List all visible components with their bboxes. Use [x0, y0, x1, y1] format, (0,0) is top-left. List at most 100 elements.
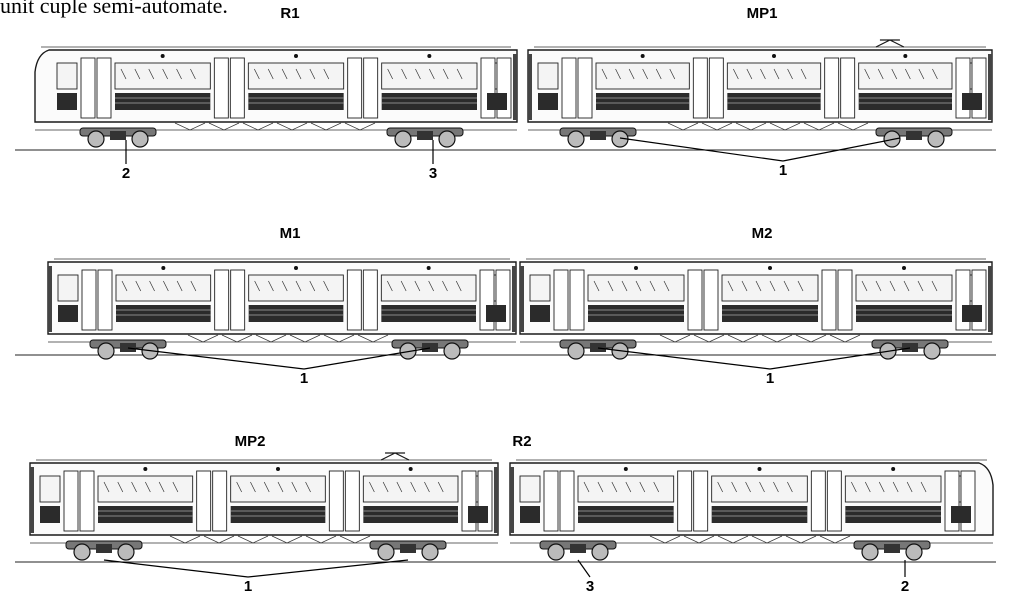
- callout-number: 1: [779, 162, 787, 179]
- wheel: [87, 130, 105, 148]
- bogie: [539, 540, 617, 561]
- wheel: [927, 130, 945, 148]
- car-door: [230, 269, 246, 331]
- car-door: [561, 57, 577, 119]
- callout: 3: [429, 140, 437, 182]
- car-window: [380, 274, 477, 302]
- callout-number: 2: [122, 165, 130, 182]
- car-door: [81, 269, 97, 331]
- leader-line: [577, 559, 591, 578]
- callout-number: 1: [300, 370, 308, 387]
- wheel: [117, 543, 135, 561]
- callout: 1: [619, 137, 901, 179]
- car-door: [577, 57, 593, 119]
- wheel: [394, 130, 412, 148]
- car-door: [96, 57, 112, 119]
- car-window: [114, 62, 211, 90]
- car-window: [855, 274, 953, 302]
- car-door: [213, 57, 229, 119]
- car-door: [693, 470, 709, 532]
- car-window: [726, 62, 822, 90]
- wheel: [591, 543, 609, 561]
- car-door: [229, 57, 245, 119]
- car-door: [559, 470, 575, 532]
- wheel: [97, 342, 115, 360]
- wheel: [443, 342, 461, 360]
- car-label: M2: [752, 225, 773, 242]
- wheel: [923, 342, 941, 360]
- car-door: [212, 470, 228, 532]
- car-door: [708, 57, 724, 119]
- wheel: [567, 342, 585, 360]
- wheel: [905, 543, 923, 561]
- leader-line: [597, 347, 771, 370]
- wheel: [567, 130, 585, 148]
- train-car: M1: [47, 225, 517, 360]
- car-door: [840, 57, 856, 119]
- bogie: [386, 127, 464, 148]
- bogie: [853, 540, 931, 561]
- bogie: [65, 540, 143, 561]
- car-window: [115, 274, 212, 302]
- bogie: [875, 127, 953, 148]
- bogie: [871, 339, 949, 360]
- car-window: [381, 62, 478, 90]
- car-door: [80, 57, 96, 119]
- leader-line: [103, 559, 249, 578]
- callout: 1: [597, 347, 911, 387]
- car-door: [328, 470, 344, 532]
- wheel: [421, 543, 439, 561]
- car-label: R1: [280, 5, 299, 22]
- callout: 3: [577, 559, 594, 595]
- pantograph: [875, 39, 905, 48]
- car-window: [844, 475, 942, 503]
- bogie: [559, 127, 637, 148]
- car-door: [196, 470, 212, 532]
- train-car: R1: [34, 5, 518, 148]
- wheel: [438, 130, 456, 148]
- wheel: [73, 543, 91, 561]
- car-door: [837, 269, 853, 331]
- car-door: [97, 269, 113, 331]
- callout-number: 3: [429, 165, 437, 182]
- car-window: [711, 475, 808, 503]
- pantograph: [380, 452, 410, 461]
- bogie: [391, 339, 469, 360]
- callout-number: 3: [586, 578, 594, 595]
- bogie: [89, 339, 167, 360]
- train-car: M2: [519, 225, 993, 360]
- car-window: [595, 62, 690, 90]
- car-door: [214, 269, 230, 331]
- car-window: [248, 274, 344, 302]
- car-window: [858, 62, 953, 90]
- car-door: [347, 57, 363, 119]
- car-window: [247, 62, 345, 90]
- train-car: R2: [509, 433, 994, 561]
- leader-line: [247, 559, 409, 578]
- callout-number: 1: [244, 578, 252, 595]
- car-door: [677, 470, 693, 532]
- car-door: [826, 470, 842, 532]
- callout: 2: [901, 560, 909, 595]
- bogie: [559, 339, 637, 360]
- car-window: [721, 274, 819, 302]
- wheel: [399, 342, 417, 360]
- car-window: [230, 475, 326, 503]
- wheel: [377, 543, 395, 561]
- callout: 1: [103, 559, 409, 595]
- car-door: [79, 470, 95, 532]
- leader-line: [619, 137, 784, 162]
- leader-line: [769, 347, 911, 370]
- car-door: [692, 57, 708, 119]
- car-door: [362, 269, 378, 331]
- car-door: [344, 470, 360, 532]
- leader-line: [782, 137, 901, 162]
- callout: 2: [122, 140, 130, 182]
- car-window: [97, 475, 194, 503]
- car-door: [363, 57, 379, 119]
- car-door: [810, 470, 826, 532]
- car-door: [821, 269, 837, 331]
